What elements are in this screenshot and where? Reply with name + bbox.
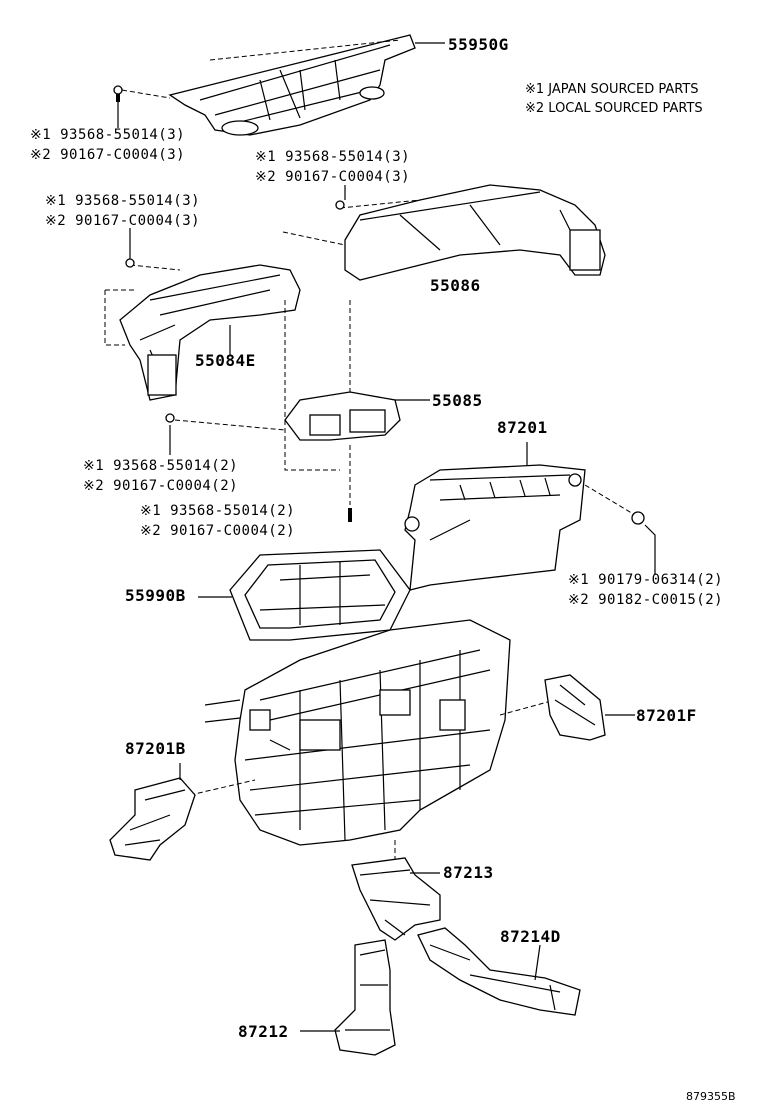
part-label-55084E: 55084E bbox=[195, 351, 256, 370]
duct-87201B bbox=[109, 777, 196, 861]
duct-87213 bbox=[351, 857, 441, 941]
fastener-label-e1: ※1 93568-55014(2) bbox=[140, 503, 296, 519]
fastener-label-f1: ※1 90179-06314(2) bbox=[568, 572, 724, 588]
screw-icon bbox=[125, 258, 135, 268]
duct-87201F bbox=[544, 674, 606, 741]
part-label-55085: 55085 bbox=[432, 391, 483, 410]
duct-55950G bbox=[168, 34, 416, 136]
fastener-label-a2: ※2 90167-C0004(3) bbox=[30, 147, 186, 163]
part-label-55990B: 55990B bbox=[125, 586, 186, 605]
legend-japan-sourced: ※1 JAPAN SOURCED PARTS bbox=[525, 82, 699, 97]
screw-icon bbox=[165, 413, 352, 522]
nut-icon bbox=[631, 511, 645, 525]
heater-unit-assembly bbox=[204, 619, 511, 846]
diagram-code: 879355B bbox=[686, 1090, 736, 1103]
fastener-label-f2: ※2 90182-C0015(2) bbox=[568, 592, 724, 608]
fastener-label-c2: ※2 90167-C0004(3) bbox=[45, 213, 201, 229]
duct-87201 bbox=[404, 464, 586, 591]
part-label-55086: 55086 bbox=[430, 276, 481, 295]
fastener-label-d1: ※1 93568-55014(2) bbox=[83, 458, 239, 474]
fastener-label-a1: ※1 93568-55014(3) bbox=[30, 127, 186, 143]
duct-87214D bbox=[417, 927, 581, 1016]
fastener-label-e2: ※2 90167-C0004(2) bbox=[140, 523, 296, 539]
part-label-87201: 87201 bbox=[497, 418, 548, 437]
screw-icon bbox=[113, 85, 123, 102]
part-label-87212: 87212 bbox=[238, 1022, 289, 1041]
duct-87212 bbox=[334, 939, 396, 1056]
screw-icon bbox=[335, 200, 345, 210]
legend-local-sourced: ※2 LOCAL SOURCED PARTS bbox=[525, 101, 703, 116]
part-label-55950G: 55950G bbox=[448, 35, 509, 54]
fastener-label-c1: ※1 93568-55014(3) bbox=[45, 193, 201, 209]
duct-55084E bbox=[119, 264, 301, 401]
fastener-label-b2: ※2 90167-C0004(3) bbox=[255, 169, 411, 185]
duct-55086 bbox=[344, 184, 606, 281]
gasket-55990B bbox=[229, 549, 411, 641]
part-label-87214D: 87214D bbox=[500, 927, 561, 946]
fastener-label-b1: ※1 93568-55014(3) bbox=[255, 149, 411, 165]
part-label-87201B: 87201B bbox=[125, 739, 186, 758]
fastener-label-d2: ※2 90167-C0004(2) bbox=[83, 478, 239, 494]
part-label-87201F: 87201F bbox=[636, 706, 697, 725]
duct-55085 bbox=[284, 391, 401, 441]
part-label-87213: 87213 bbox=[443, 863, 494, 882]
